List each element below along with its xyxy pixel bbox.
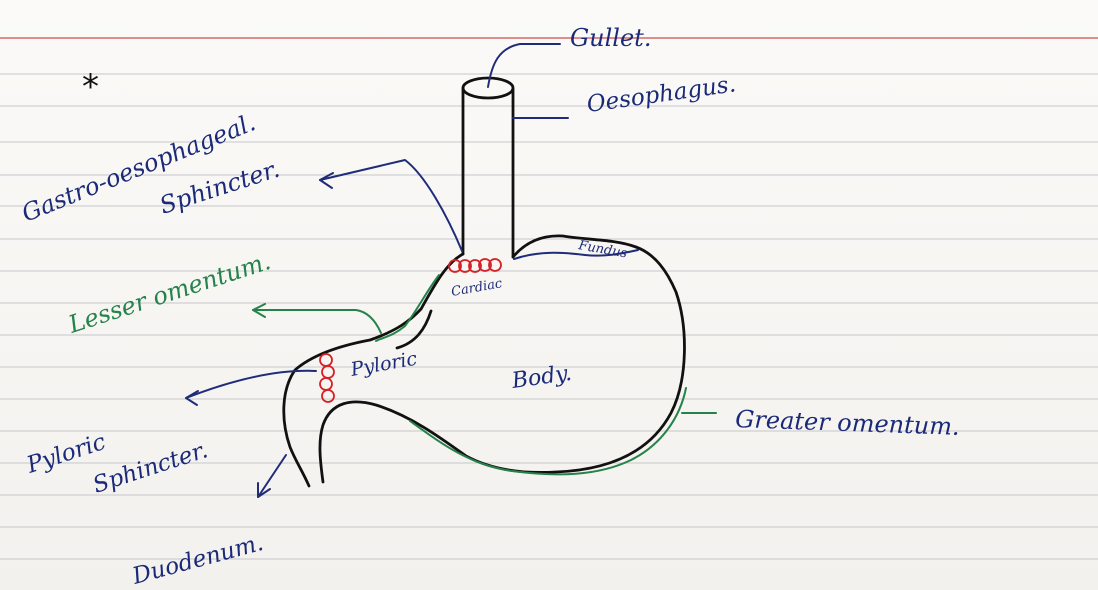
label-body: Body.	[509, 361, 573, 394]
pyloric-sphincter-arrowhead	[186, 391, 198, 405]
pyloric-ring	[322, 390, 334, 402]
oesophagus-top-opening	[463, 78, 513, 98]
label-lesser-omentum: Lesser omentum.	[64, 247, 274, 339]
label-duodenum: Duodenum.	[129, 530, 266, 590]
pyloric-ring	[320, 378, 332, 390]
cardiac-sphincter-rings	[449, 259, 501, 272]
stomach-outer-contour	[284, 236, 685, 486]
lesser-omentum-leader	[253, 310, 381, 333]
label-pyloric-sphincter-line2: Sphincter.	[90, 437, 211, 498]
label-fundus: Fundus	[576, 238, 628, 262]
pyloric-ring	[320, 354, 332, 366]
label-cardiac: Cardiac	[450, 276, 504, 300]
label-gullet: Gullet.	[570, 24, 651, 52]
asterisk-mark: *	[82, 67, 99, 107]
pyloric-sphincter-rings	[320, 354, 334, 402]
diagram-labels: Gullet. Oesophagus. Gastro-oesophageal. …	[18, 24, 960, 590]
pyloric-sphincter-leader	[186, 371, 316, 398]
label-greater-omentum: Greater omentum.	[735, 405, 960, 441]
label-gastro-oesophageal: Gastro-oesophageal.	[18, 108, 260, 227]
label-pyloric-region: Pyloric	[348, 348, 419, 382]
duodenum-leader	[258, 455, 286, 497]
label-oesophagus: Oesophagus.	[585, 71, 737, 118]
lesser-omentum-green-edge	[376, 275, 439, 341]
pyloric-ring	[322, 366, 334, 378]
gullet-leader	[488, 44, 560, 87]
